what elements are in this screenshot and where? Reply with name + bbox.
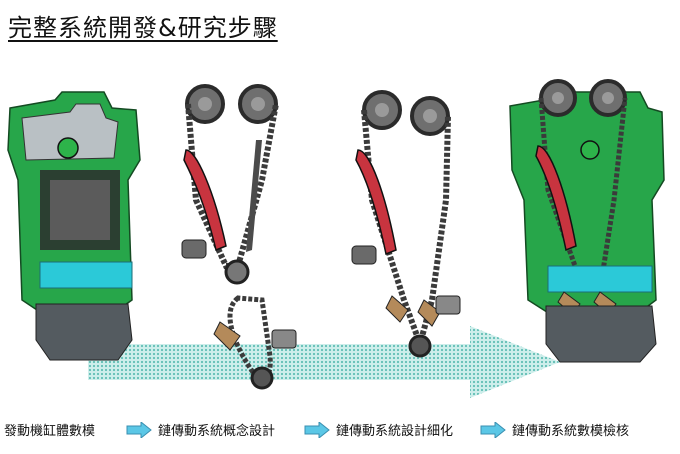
step-chain-model-check: 鏈傳動系統數模檢核 [512,424,630,439]
chain-drive-in-engine [509,79,665,363]
development-stage-illustration [7,79,665,398]
process-flow-arrow [88,326,560,398]
engine-block-model [7,91,141,361]
step-arrow-icon [480,422,506,438]
step-chain-design-detail: 鏈傳動系統設計細化 [336,424,454,439]
chain-drive-concept [181,84,297,390]
step-arrow-icon [126,422,152,438]
chain-drive-detail [351,90,461,358]
step-chain-concept-design: 鏈傳動系統概念設計 [158,424,276,439]
development-steps: 發動機缸體數模 鏈傳動系統概念設計 鏈傳動系統設計細化 鏈傳動系統數模檢核 [0,420,680,450]
step-arrow-icon [304,422,330,438]
page-title: 完整系統開發&研究步驟 [8,14,278,42]
step-engine-block-model: 發動機缸體數模 [4,424,96,439]
